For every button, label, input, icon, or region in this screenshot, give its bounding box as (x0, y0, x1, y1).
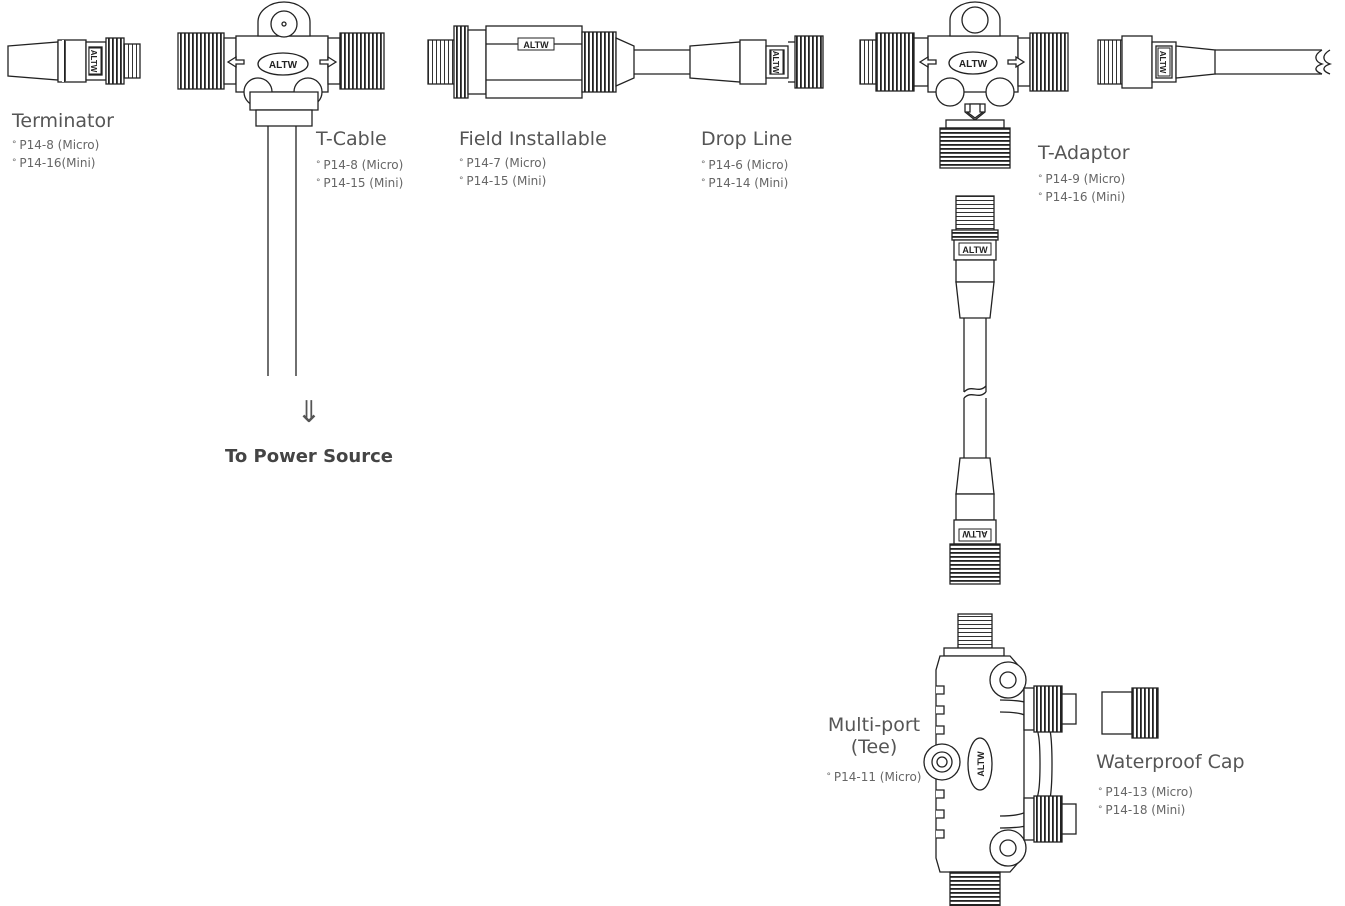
field-installable-title: Field Installable (459, 128, 607, 150)
waterproof-cap-label: Waterproof Cap P14-13 (Micro) P14-18 (Mi… (1096, 751, 1245, 819)
multiport-label: Multi-port (Tee) P14-11 (Micro) (812, 714, 936, 786)
t-cable-brand-label: ALTW (269, 60, 298, 71)
terminator-title: Terminator (12, 110, 114, 132)
multiport-ref-micro: P14-11 (Micro) (812, 768, 936, 786)
multiport-tee-drawing (923, 613, 1077, 906)
t-cable-drawing (177, 1, 385, 376)
field-installable-ref-micro: P14-7 (Micro) (459, 154, 607, 172)
terminator-label: Terminator P14-8 (Micro) P14-16(Mini) (12, 110, 114, 172)
multiport-title-line1: Multi-port (827, 714, 921, 736)
power-source-text: To Power Source (225, 446, 393, 467)
drop-line-ref-micro: P14-6 (Micro) (701, 156, 792, 174)
drop-line-drawing (689, 35, 824, 89)
trunk-cable-brand-label: ALTW (1158, 51, 1167, 74)
terminator-drawing (7, 37, 141, 85)
t-adaptor-title: T-Adaptor (1038, 142, 1130, 164)
trunk-cable-drawing (1097, 35, 1333, 89)
field-installable-drawing (427, 25, 690, 99)
multiport-title-line2: (Tee) (850, 736, 898, 758)
t-adaptor-label: T-Adaptor P14-9 (Micro) P14-16 (Mini) (1038, 142, 1130, 206)
t-adaptor-ref-mini: P14-16 (Mini) (1038, 188, 1130, 206)
multiport-brand-label: ALTW (976, 751, 986, 777)
waterproof-cap-drawing (1101, 687, 1159, 739)
field-installable-ref-mini: P14-15 (Mini) (459, 172, 607, 190)
t-cable-ref-mini: P14-15 (Mini) (316, 174, 403, 192)
vertical-top-brand-label: ALTW (962, 245, 988, 255)
t-cable-ref-micro: P14-8 (Micro) (316, 156, 403, 174)
t-adaptor-ref-micro: P14-9 (Micro) (1038, 170, 1130, 188)
terminator-ref-micro: P14-8 (Micro) (12, 136, 114, 154)
waterproof-cap-ref-micro: P14-13 (Micro) (1098, 783, 1245, 801)
drop-line-ref-mini: P14-14 (Mini) (701, 174, 792, 192)
field-installable-brand-label: ALTW (523, 40, 549, 50)
t-adaptor-brand-label: ALTW (959, 59, 988, 70)
waterproof-cap-title: Waterproof Cap (1096, 751, 1245, 773)
drop-line-title: Drop Line (701, 128, 793, 150)
t-cable-title: T-Cable (316, 128, 387, 150)
t-adaptor-drawing (859, 1, 1069, 169)
down-arrow-icon: ⇓ (296, 395, 322, 430)
terminator-brand-label: ALTW (89, 50, 98, 73)
t-cable-label: T-Cable P14-8 (Micro) P14-15 (Mini) (316, 128, 403, 192)
drop-line-brand-label: ALTW (771, 51, 780, 74)
drop-line-label: Drop Line P14-6 (Micro) P14-14 (Mini) (701, 128, 792, 192)
waterproof-cap-ref-mini: P14-18 (Mini) (1098, 801, 1245, 819)
field-installable-label: Field Installable P14-7 (Micro) P14-15 (… (459, 128, 607, 190)
power-source-label: ⇓ To Power Source (222, 395, 396, 468)
terminator-ref-mini: P14-16(Mini) (12, 154, 114, 172)
vertical-bottom-brand-label: ALTW (962, 529, 988, 539)
